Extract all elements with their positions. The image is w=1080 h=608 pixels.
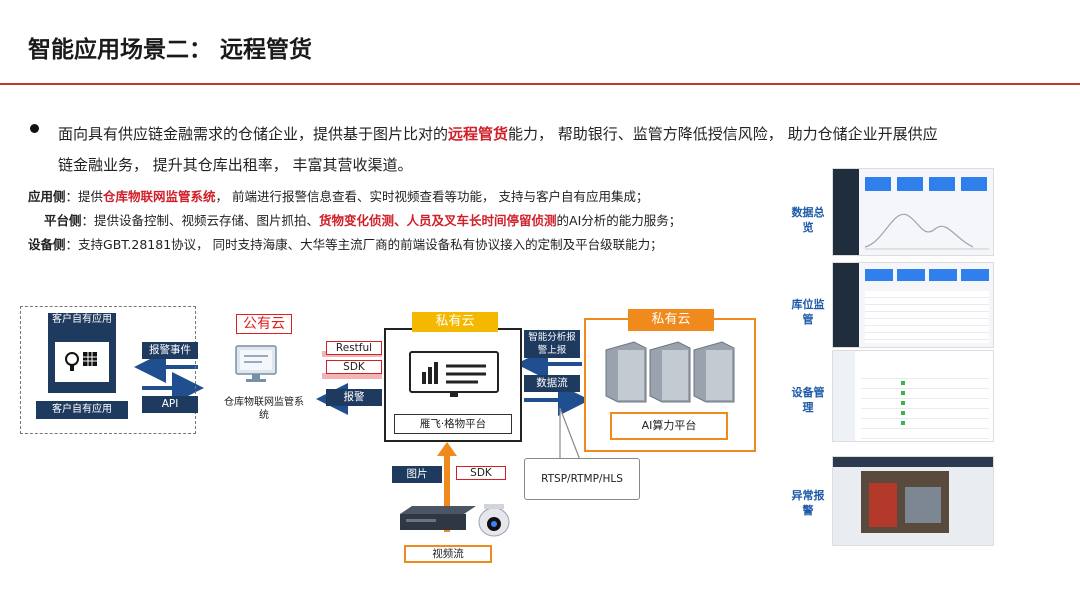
sdk-left-label: SDK (326, 360, 382, 374)
detail-key: 设备侧 (28, 237, 66, 252)
detail-text: ， 前端进行报警信息查看、实时视频查看等功能， 支持与客户自有应用集成； (215, 189, 649, 204)
detail-device-side: 设备侧：支持GBT.28181协议， 同时支持海康、大华等主流厂商的前端设备私有… (28, 234, 663, 253)
data-stream-label: 数据流 (524, 375, 580, 392)
dashboard-monitor-icon (408, 350, 500, 400)
screenshot-alarm (832, 456, 994, 546)
screen-label-device: 设备管理 (791, 386, 825, 414)
detail-key: 平台侧 (44, 213, 82, 228)
detail-highlight: 仓库物联网监管系统 (103, 189, 216, 204)
title-divider (0, 83, 1080, 85)
detail-text: ：提供 (65, 189, 104, 204)
detail-app-side: 应用侧：提供仓库物联网监管系统， 前端进行报警信息查看、实时视频查看等功能， 支… (28, 186, 649, 205)
bulb-grid-icon (65, 352, 97, 371)
detail-key: 应用侧 (28, 189, 66, 204)
alarm-event-label: 报警事件 (142, 342, 198, 359)
page-title: 智能应用场景二： 远程管货 (28, 37, 313, 63)
smart-analysis-label: 智能分析报警上报 (524, 330, 580, 358)
intro-paragraph: 面向具有供应链金融需求的仓储企业，提供基于图片比对的远程管货能力， 帮助银行、监… (58, 119, 978, 181)
protocol-callout-pointer (559, 407, 581, 461)
detail-text: 的AI分析的能力服务； (556, 213, 682, 228)
screen-label-location: 库位监管 (791, 298, 825, 326)
restful-label: Restful (326, 341, 382, 355)
nvr-camera-icon (398, 500, 514, 546)
customer-app-group (20, 306, 196, 434)
video-stream-label: 视频流 (404, 545, 492, 563)
picture-label: 图片 (392, 466, 442, 483)
intro-highlight: 远程管货 (448, 125, 509, 143)
screen-label-alarm: 异常报警 (791, 489, 825, 517)
detail-text: ：支持GBT.28181协议， 同时支持海康、大华等主流厂商的前端设备私有协议接… (65, 237, 663, 252)
detail-highlight: 货物变化侦测、人员及叉车长时间停留侦测 (319, 213, 557, 228)
intro-line2: 链金融业务， 提升其仓库出租率， 丰富其营收渠道。 (58, 156, 413, 174)
customer-app-screen (55, 342, 109, 382)
detail-platform-side: 平台侧：提供设备控制、视频云存储、图片抓拍、货物变化侦测、人员及叉车长时间停留侦… (44, 210, 681, 229)
screenshot-location (832, 262, 994, 348)
public-cloud-header: 公有云 (236, 314, 292, 334)
server-rack-icon (604, 340, 740, 404)
protocols-callout: RTSP/RTMP/HLS (524, 458, 640, 500)
api-label: API (142, 396, 198, 413)
monitor-icon (234, 344, 278, 382)
detail-text: ：提供设备控制、视频云存储、图片抓拍、 (81, 213, 320, 228)
alarm-label: 报警 (326, 389, 382, 406)
bullet-icon (30, 124, 39, 133)
intro-part1: 面向具有供应链金融需求的仓储企业，提供基于图片比对的 (58, 125, 449, 143)
intro-part2: 能力， 帮助银行、监管方降低授信风险， 助力仓储企业开展供应 (508, 125, 938, 143)
customer-app-box-label: 客户自有应用 (52, 314, 112, 325)
customer-app-label: 客户自有应用 (36, 401, 128, 419)
sdk-bottom-label: SDK (456, 466, 506, 480)
private-cloud-right-header: 私有云 (628, 309, 714, 331)
private-cloud-center-header: 私有云 (412, 312, 498, 332)
screenshot-device (832, 350, 994, 442)
screenshot-overview (832, 168, 994, 256)
platform-label: 雁飞·格物平台 (394, 414, 512, 434)
ai-platform-label: AI算力平台 (610, 412, 728, 440)
public-cloud-system-label: 仓库物联网监管系统 (224, 397, 304, 421)
screen-label-overview: 数据总览 (791, 206, 825, 234)
